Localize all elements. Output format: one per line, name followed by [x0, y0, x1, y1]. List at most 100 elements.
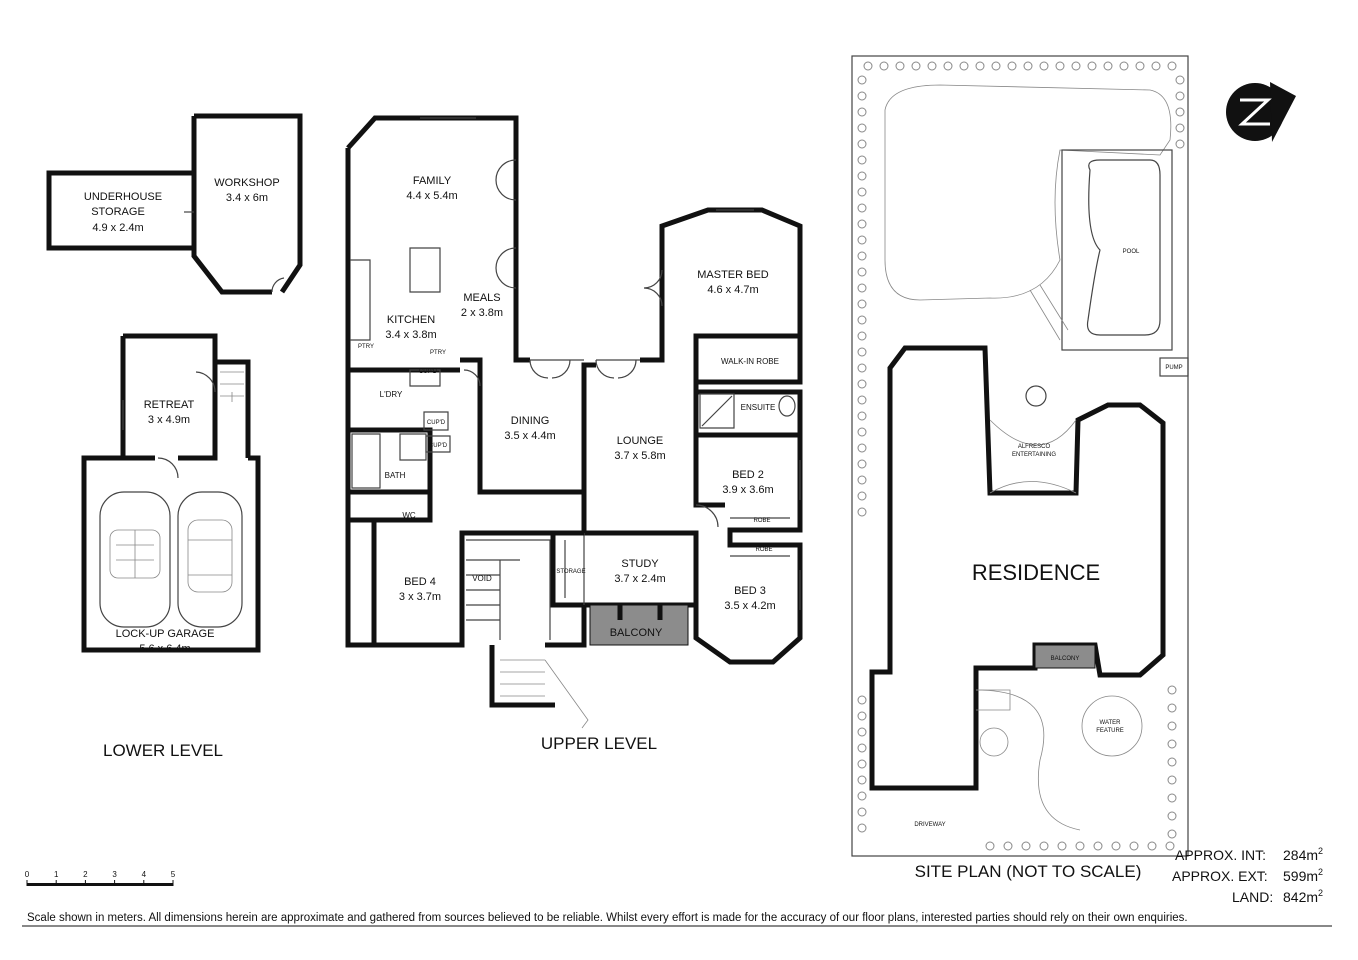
bed3-dims: 3.5 x 4.2m [724, 600, 775, 612]
dining-walls [460, 357, 596, 495]
site-entry-stairs [976, 689, 1011, 711]
lower-level-plan: UNDERHOUSE STORAGE 4.9 x 2.4m WORKSHOP 3… [46, 113, 303, 760]
shrub-icon [1093, 841, 1103, 851]
shrub-icon [857, 507, 867, 517]
family-label: FAMILY [413, 175, 452, 187]
scale-tick-label: 5 [171, 870, 176, 879]
shrub-icon [857, 711, 867, 721]
shrub-icon [991, 61, 1001, 71]
master-bed-walls [640, 207, 803, 363]
pump-box [1159, 357, 1189, 377]
area-label-int: APPROX. INT: [1175, 847, 1266, 863]
service-room-walls [345, 367, 584, 648]
scale-tick-label: 3 [112, 870, 117, 879]
workshop-door-swing [271, 277, 285, 293]
retreat-side-door [195, 371, 216, 393]
area-label-ext: APPROX. EXT: [1172, 868, 1268, 884]
cupboards [409, 369, 451, 453]
shrub-icon [857, 171, 867, 181]
balcony-label: BALCONY [610, 627, 663, 639]
shrub-icon [1129, 841, 1139, 851]
meals-label: MEALS [463, 292, 500, 304]
area-summary: APPROX. INT: 284m2 APPROX. EXT: 599m2 LA… [1172, 846, 1323, 905]
bath-fixtures [351, 433, 427, 489]
bed2-label: BED 2 [732, 469, 764, 481]
alfresco-paving [989, 419, 1077, 494]
pantry-label-2: PTRY [430, 350, 446, 356]
void-label: VOID [472, 574, 492, 583]
kitchen-label: KITCHEN [387, 314, 435, 326]
shrub-icon [1175, 139, 1185, 149]
study-storage [564, 533, 585, 605]
shrub-icon [857, 491, 867, 501]
area-value-ext: 599m2 [1283, 867, 1323, 884]
robe-label-2: ROBE [755, 547, 772, 553]
shrub-icon [1167, 829, 1177, 839]
disclaimer-text: Scale shown in meters. All dimensions he… [27, 912, 1188, 924]
shrub-icon [857, 283, 867, 293]
shrub-icon [857, 251, 867, 261]
north-compass [1226, 82, 1296, 142]
garage-dims: 5.6 x 6.4m [139, 643, 190, 655]
shrub-icon [1167, 721, 1177, 731]
alfresco-label-1: ALFRESCO [1018, 444, 1051, 450]
shrub-icon [1057, 841, 1067, 851]
shrub-icon [1039, 841, 1049, 851]
ensuite-walls [696, 389, 803, 438]
shrub-icon [857, 791, 867, 801]
bed2-door [695, 504, 719, 528]
shrub-icon [857, 155, 867, 165]
shrub-icon [1055, 61, 1065, 71]
area-value-int: 284m2 [1283, 846, 1323, 863]
site-balcony [1034, 644, 1096, 669]
shrub-icon [857, 91, 867, 101]
dining-label: DINING [511, 415, 550, 427]
shrub-icon [857, 775, 867, 785]
shrub-icon [1119, 61, 1129, 71]
shrub-icon [857, 695, 867, 705]
residence-label: RESIDENCE [972, 560, 1100, 585]
retreat-label: RETREAT [144, 399, 195, 411]
shrub-icon [863, 61, 873, 71]
shrub-icon [1111, 841, 1121, 851]
workshop-dims: 3.4 x 6m [226, 192, 268, 204]
residence-outline [869, 345, 1166, 791]
shrub-icon [1175, 75, 1185, 85]
shrub-icon [1135, 61, 1145, 71]
scale-tick-label: 1 [54, 870, 59, 879]
shrub-icon [857, 267, 867, 277]
retreat-dims: 3 x 4.9m [148, 414, 190, 426]
site-plan-title: SITE PLAN (NOT TO SCALE) [915, 862, 1142, 881]
shrub-icon [857, 379, 867, 389]
garage-label: LOCK-UP GARAGE [116, 628, 215, 640]
shrub-icon [857, 743, 867, 753]
upper-level-title: UPPER LEVEL [541, 734, 657, 753]
shrub-icon [911, 61, 921, 71]
laundry-label: L'DRY [380, 390, 403, 399]
master-french-doors [643, 269, 663, 307]
study-dims: 3.7 x 2.4m [614, 573, 665, 585]
family-dims: 4.4 x 5.4m [406, 190, 457, 202]
shrub-icon [857, 411, 867, 421]
site-balcony-label: BALCONY [1051, 656, 1080, 662]
master-bed-dims: 4.6 x 4.7m [707, 284, 758, 296]
garden-tree [979, 727, 1009, 757]
dining-dims: 3.5 x 4.4m [504, 430, 555, 442]
lawn-area [884, 84, 1172, 301]
underhouse-label-1: UNDERHOUSE [84, 191, 162, 203]
shrub-icon [857, 139, 867, 149]
master-bed-label: MASTER BED [697, 269, 769, 281]
shrub-icon [857, 75, 867, 85]
shrub-icon [975, 61, 985, 71]
shrub-icon [857, 427, 867, 437]
area-value-land: 842m2 [1283, 888, 1323, 905]
shrub-icon [857, 395, 867, 405]
ensuite-toilet [778, 395, 796, 417]
car-convertible [99, 491, 171, 628]
kitchen-dims: 3.4 x 3.8m [385, 329, 436, 341]
shrub-icon [857, 331, 867, 341]
family-french-doors [495, 159, 517, 289]
